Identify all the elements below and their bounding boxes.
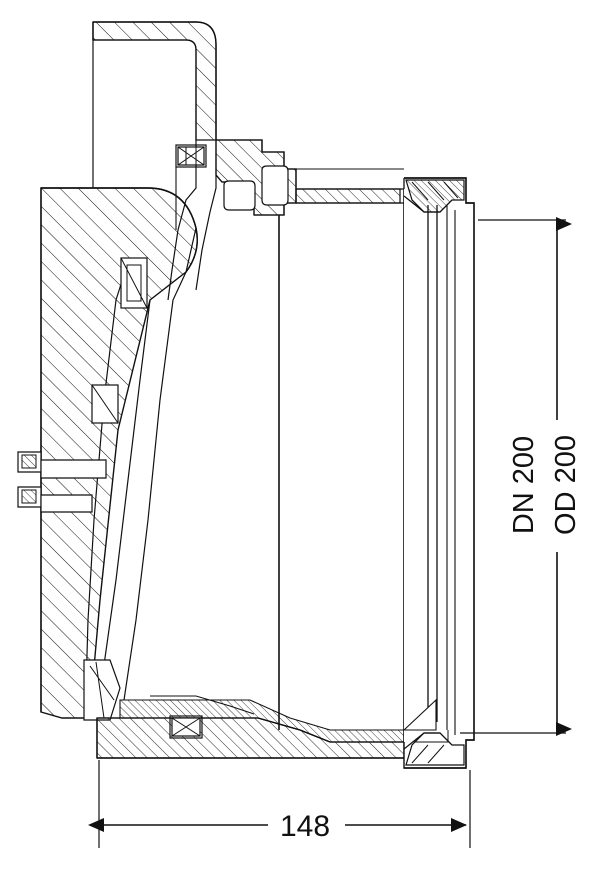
dimension-148-label: 148 [280,810,330,843]
left-bracket-lug-upper [17,451,107,479]
flap-pin-detail-lower [91,384,119,424]
section-geometry [17,21,475,769]
upper-seal-ring [175,144,207,168]
flap-body [40,187,198,719]
upper-connector [296,168,405,189]
dimension-dn-od: DN 200 OD 200 [460,217,582,736]
lower-seal-ring [169,715,203,739]
flap-pin-detail-upper [120,257,148,309]
collar-shelf [295,188,404,204]
left-bracket-lug-lower [17,486,93,513]
upper-collar-block [215,139,297,216]
right-socket [402,177,475,769]
lower-hinge-detail [83,659,121,721]
dimension-od-label: OD 200 [550,435,582,535]
riser-inner-wall [167,152,217,301]
dimension-dn-label: DN 200 [508,436,540,534]
dimension-148: 148 [88,760,471,848]
